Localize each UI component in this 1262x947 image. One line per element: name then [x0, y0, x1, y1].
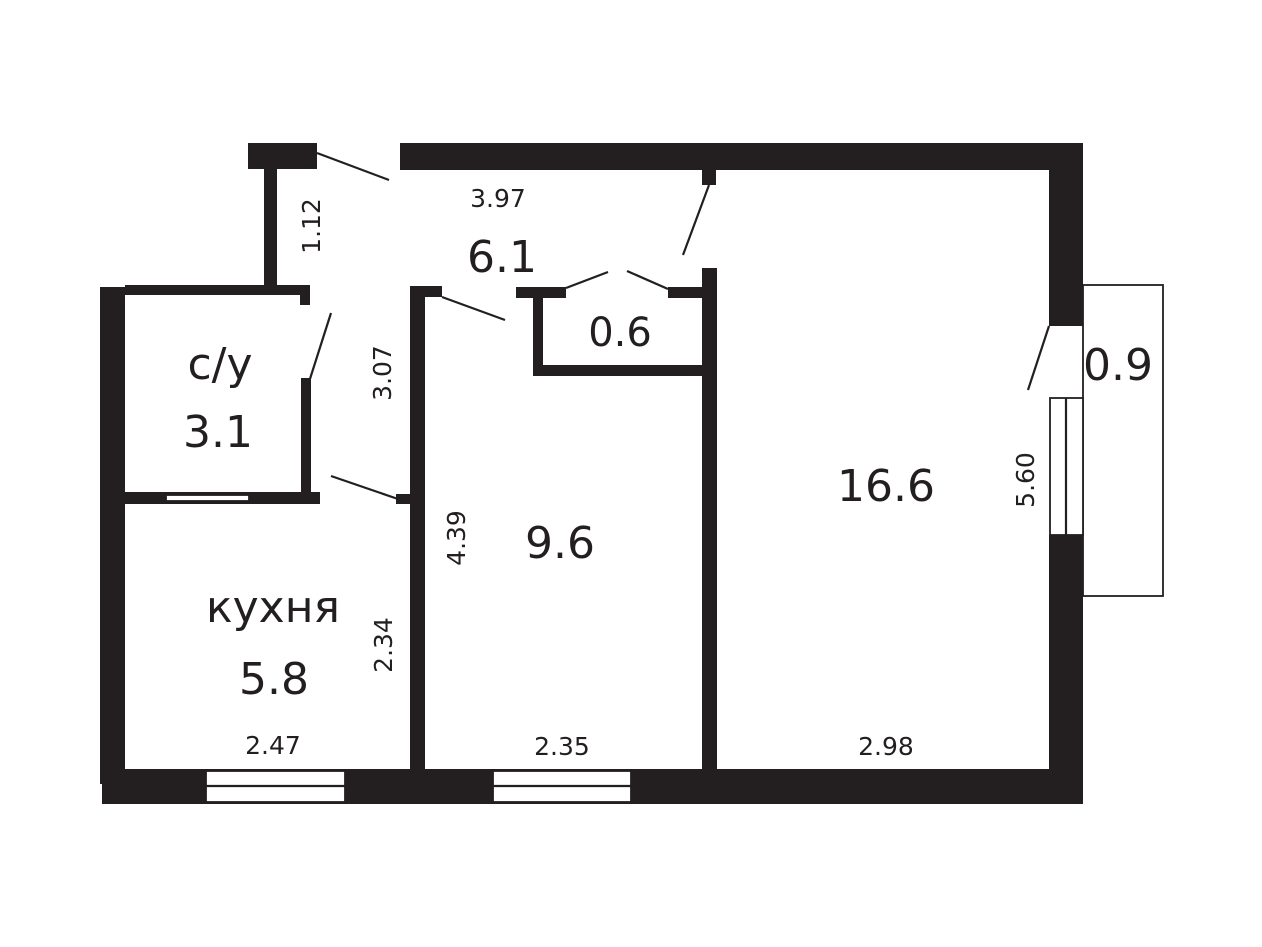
wall-right-lower — [1049, 535, 1083, 804]
hall-area-label: 6.1 — [467, 232, 537, 283]
wall-bathroom-top-jamb — [300, 285, 310, 305]
kitchen-name-label: кухня — [206, 582, 340, 633]
door-bathroom — [307, 312, 333, 383]
kitchen-depth-label: 2.34 — [369, 617, 398, 673]
hall-width-label: 3.97 — [470, 184, 526, 213]
door-bedroom — [441, 295, 506, 322]
wall-living-door-stub — [702, 165, 716, 185]
kitchen-width-label: 2.47 — [245, 731, 301, 760]
wall-bathroom-right — [301, 378, 311, 501]
wall-top — [400, 143, 1083, 170]
wall-pantry-top-right — [668, 287, 716, 298]
window-bathroom — [165, 494, 250, 502]
bathroom-name-label: с/у — [187, 339, 252, 390]
living-area-label: 16.6 — [837, 461, 935, 512]
kitchen-area-label: 5.8 — [239, 654, 309, 705]
bedroom-depth-label: 4.39 — [442, 510, 471, 566]
door-pantry-left — [565, 270, 609, 290]
wall-entry-left — [264, 165, 277, 290]
doors — [307, 151, 1051, 501]
balcony-area-label: 0.9 — [1083, 340, 1153, 391]
wall-kitchen-right — [410, 286, 425, 770]
bedroom-width-label: 2.35 — [534, 732, 590, 761]
wall-bedroom-right — [702, 268, 717, 770]
door-living — [681, 184, 711, 256]
door-pantry-right — [626, 269, 669, 291]
balcony-outline — [1082, 284, 1164, 597]
inner-walls — [125, 165, 717, 770]
door-kitchen — [330, 474, 399, 501]
bedroom-area-label: 9.6 — [525, 518, 595, 569]
bathroom-depth-label: 3.07 — [368, 345, 397, 401]
hall-depth-label: 1.12 — [297, 198, 326, 254]
wall-pantry-left — [533, 287, 543, 375]
wall-bedroom-top-left — [410, 286, 442, 297]
window-living — [1049, 397, 1084, 536]
window-bedroom — [492, 770, 632, 803]
door-balcony — [1026, 325, 1051, 391]
bathroom-area-label: 3.1 — [183, 407, 253, 458]
wall-right-upper — [1049, 143, 1083, 326]
windows — [165, 397, 1084, 803]
window-kitchen — [205, 770, 346, 803]
living-width-label: 2.98 — [858, 732, 914, 761]
wall-pantry-bottom — [533, 365, 705, 376]
wall-top-entry-stub — [248, 143, 317, 169]
wall-left — [100, 287, 125, 784]
wall-kitchen-right-stub — [396, 494, 410, 504]
pantry-area-label: 0.6 — [588, 310, 652, 356]
door-entry — [316, 151, 390, 182]
living-depth-label: 5.60 — [1011, 452, 1040, 508]
wall-bathroom-top — [125, 285, 310, 295]
